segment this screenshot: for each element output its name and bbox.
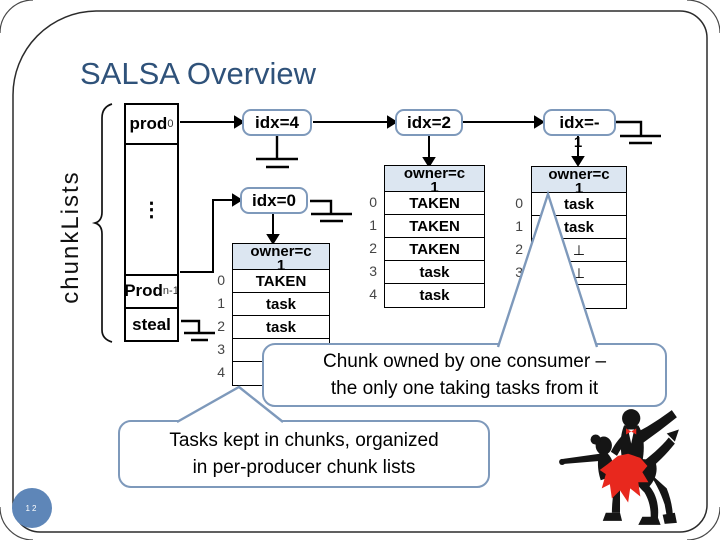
chunk-node-idx0: idx=0 [240,187,308,214]
callout-chunk-owner: Chunk owned by one consumer – the only o… [262,343,667,407]
chunk-slot: TAKEN [385,215,484,238]
callout-line: Chunk owned by one consumer – [322,351,607,372]
ground-icon [181,319,215,342]
chunk-slot: task [385,284,484,307]
page-title: SALSA Overview [80,56,317,91]
chunk-lists-brace [91,103,113,343]
chunk-slot: ⊥ [532,262,626,285]
callout-line: the only one taking tasks from it [330,378,599,399]
chunk-node-idx-1: idx=- [543,109,616,136]
callout-line: in per-producer chunk lists [192,457,416,478]
chunk-slot: task [385,261,484,284]
chunk-slot: task [233,316,329,339]
ground-icon [616,120,661,145]
ground-icon [256,136,298,169]
chunk-node-idx4: idx=4 [242,109,312,136]
chunk-slot [532,285,626,308]
chunk-slot: task [233,293,329,316]
callout-tasks-in-chunks: Tasks kept in chunks, organized in per-p… [118,420,490,488]
ground-icon [310,199,352,223]
chunk-node-idx-1-wrapped-digit: 1 [573,134,583,151]
callout-line: Tasks kept in chunks, organized [169,430,439,451]
prodn-label: Prod [126,281,163,301]
prod0-subscript: 0 [167,117,174,130]
salsa-dancers-image [559,409,679,525]
page-number: 12 [25,503,39,513]
chunk-slot: ⊥ [532,239,626,262]
page-number-badge: 12 [12,488,52,528]
chunk-node-idx2: idx=2 [395,109,463,136]
prod0-label: prod [129,113,168,133]
producer-cell-steal: steal [132,314,171,334]
chunk-slot: task [532,216,626,239]
prodn-subscript: n-1 [162,285,177,298]
chunk-slot: TAKEN [385,238,484,261]
chunk-lists-label: chunkLists [57,170,84,304]
producer-array-ellipsis: ⋮ [126,145,177,276]
